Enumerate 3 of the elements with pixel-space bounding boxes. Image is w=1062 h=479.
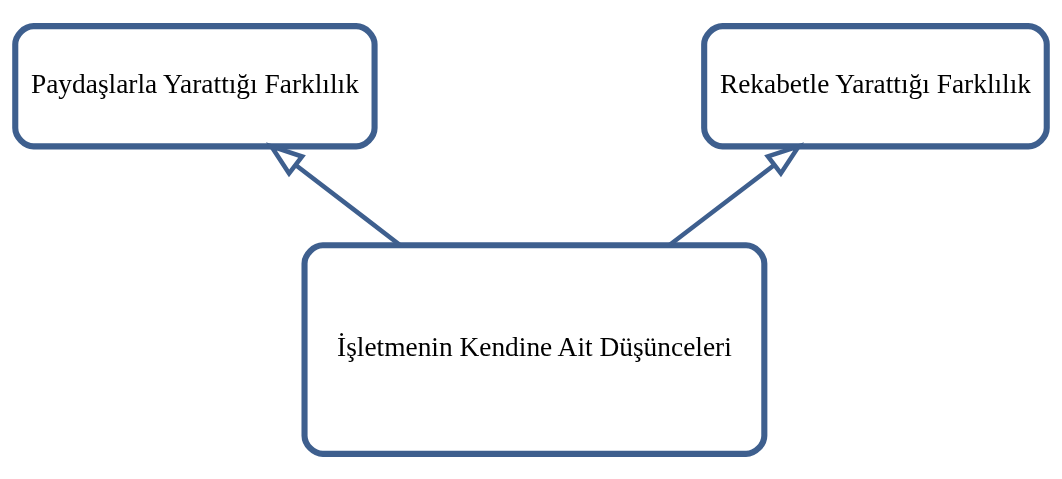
node-box: Rekabetle Yarattığı Farklılık bbox=[701, 22, 1050, 149]
node-box: Paydaşlarla Yarattığı Farklılık bbox=[12, 22, 378, 149]
node-box: İşletmenin Kendine Ait Düşünceleri bbox=[301, 241, 768, 457]
